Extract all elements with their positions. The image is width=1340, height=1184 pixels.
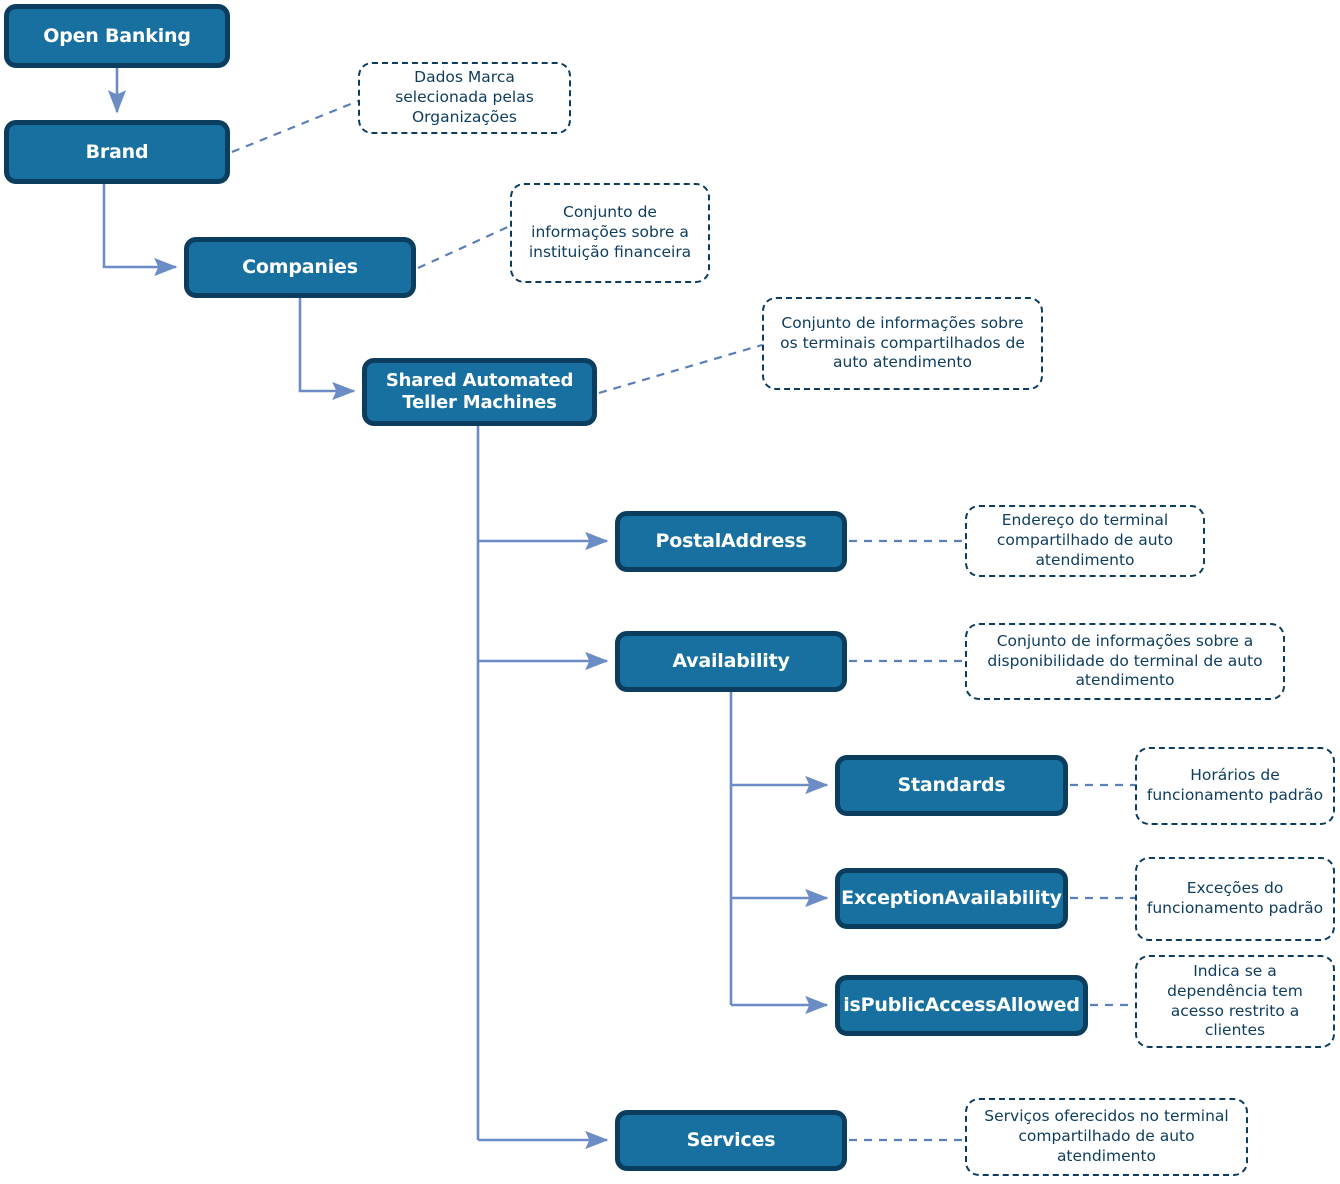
node-label: Standards xyxy=(897,774,1006,797)
node-brand[interactable]: Brand xyxy=(4,120,230,184)
node-label: isPublicAccessAllowed xyxy=(843,994,1080,1017)
callout-services: Serviços oferecidos no terminal comparti… xyxy=(965,1098,1248,1176)
callout-text: Serviços oferecidos no terminal comparti… xyxy=(984,1107,1229,1165)
node-open-banking[interactable]: Open Banking xyxy=(4,4,230,68)
node-label: PostalAddress xyxy=(655,530,807,553)
callout-brand: Dados Marca selecionada pelas Organizaçõ… xyxy=(358,62,571,134)
node-availability[interactable]: Availability xyxy=(615,631,847,692)
edge-companies-shared-atm xyxy=(298,298,356,401)
node-services[interactable]: Services xyxy=(615,1110,847,1171)
callout-availability: Conjunto de informações sobre a disponib… xyxy=(965,623,1285,700)
callout-text: Exceções do funcionamento padrão xyxy=(1146,879,1324,917)
node-label: Companies xyxy=(242,256,358,279)
edge-shared-atm-callout xyxy=(598,343,763,395)
node-standards[interactable]: Standards xyxy=(835,755,1068,816)
callout-text: Dados Marca selecionada pelas Organizaçõ… xyxy=(395,68,534,126)
node-label: Brand xyxy=(85,140,149,163)
callout-text: Conjunto de informações sobre a disponib… xyxy=(987,631,1263,690)
edge-brand-companies xyxy=(102,184,178,277)
callout-text: Indica se a dependência tem acesso restr… xyxy=(1167,961,1303,1040)
node-is-public-access-allowed[interactable]: isPublicAccessAllowed xyxy=(835,975,1088,1036)
node-postal-address[interactable]: PostalAddress xyxy=(615,511,847,572)
callout-postal-address: Endereço do terminal compartilhado de au… xyxy=(965,505,1205,577)
node-exception-availability[interactable]: ExceptionAvailability xyxy=(835,868,1068,929)
callout-text: Endereço do terminal compartilhado de au… xyxy=(996,511,1174,569)
callout-text: Conjunto de informações sobre os termina… xyxy=(780,313,1025,372)
edge-brand-callout xyxy=(231,99,359,154)
node-label: Open Banking xyxy=(43,24,191,47)
callout-text: Conjunto de informações sobre a institui… xyxy=(528,203,692,261)
callout-standards: Horários de funcionamento padrão xyxy=(1135,747,1335,825)
callout-companies: Conjunto de informações sobre a institui… xyxy=(510,183,710,283)
node-label: Services xyxy=(686,1129,776,1152)
callout-exception-availability: Exceções do funcionamento padrão xyxy=(1135,857,1335,941)
callout-text: Horários de funcionamento padrão xyxy=(1146,766,1324,804)
callout-shared-automated-teller-machines: Conjunto de informações sobre os termina… xyxy=(762,297,1043,390)
node-label: Availability xyxy=(672,650,790,673)
node-companies[interactable]: Companies xyxy=(184,237,416,298)
edge-companies-callout xyxy=(417,224,511,270)
node-label: Shared Automated Teller Machines xyxy=(385,370,574,413)
node-label: ExceptionAvailability xyxy=(841,887,1062,910)
node-shared-automated-teller-machines[interactable]: Shared Automated Teller Machines xyxy=(362,358,597,426)
callout-is-public-access-allowed: Indica se a dependência tem acesso restr… xyxy=(1135,955,1335,1048)
